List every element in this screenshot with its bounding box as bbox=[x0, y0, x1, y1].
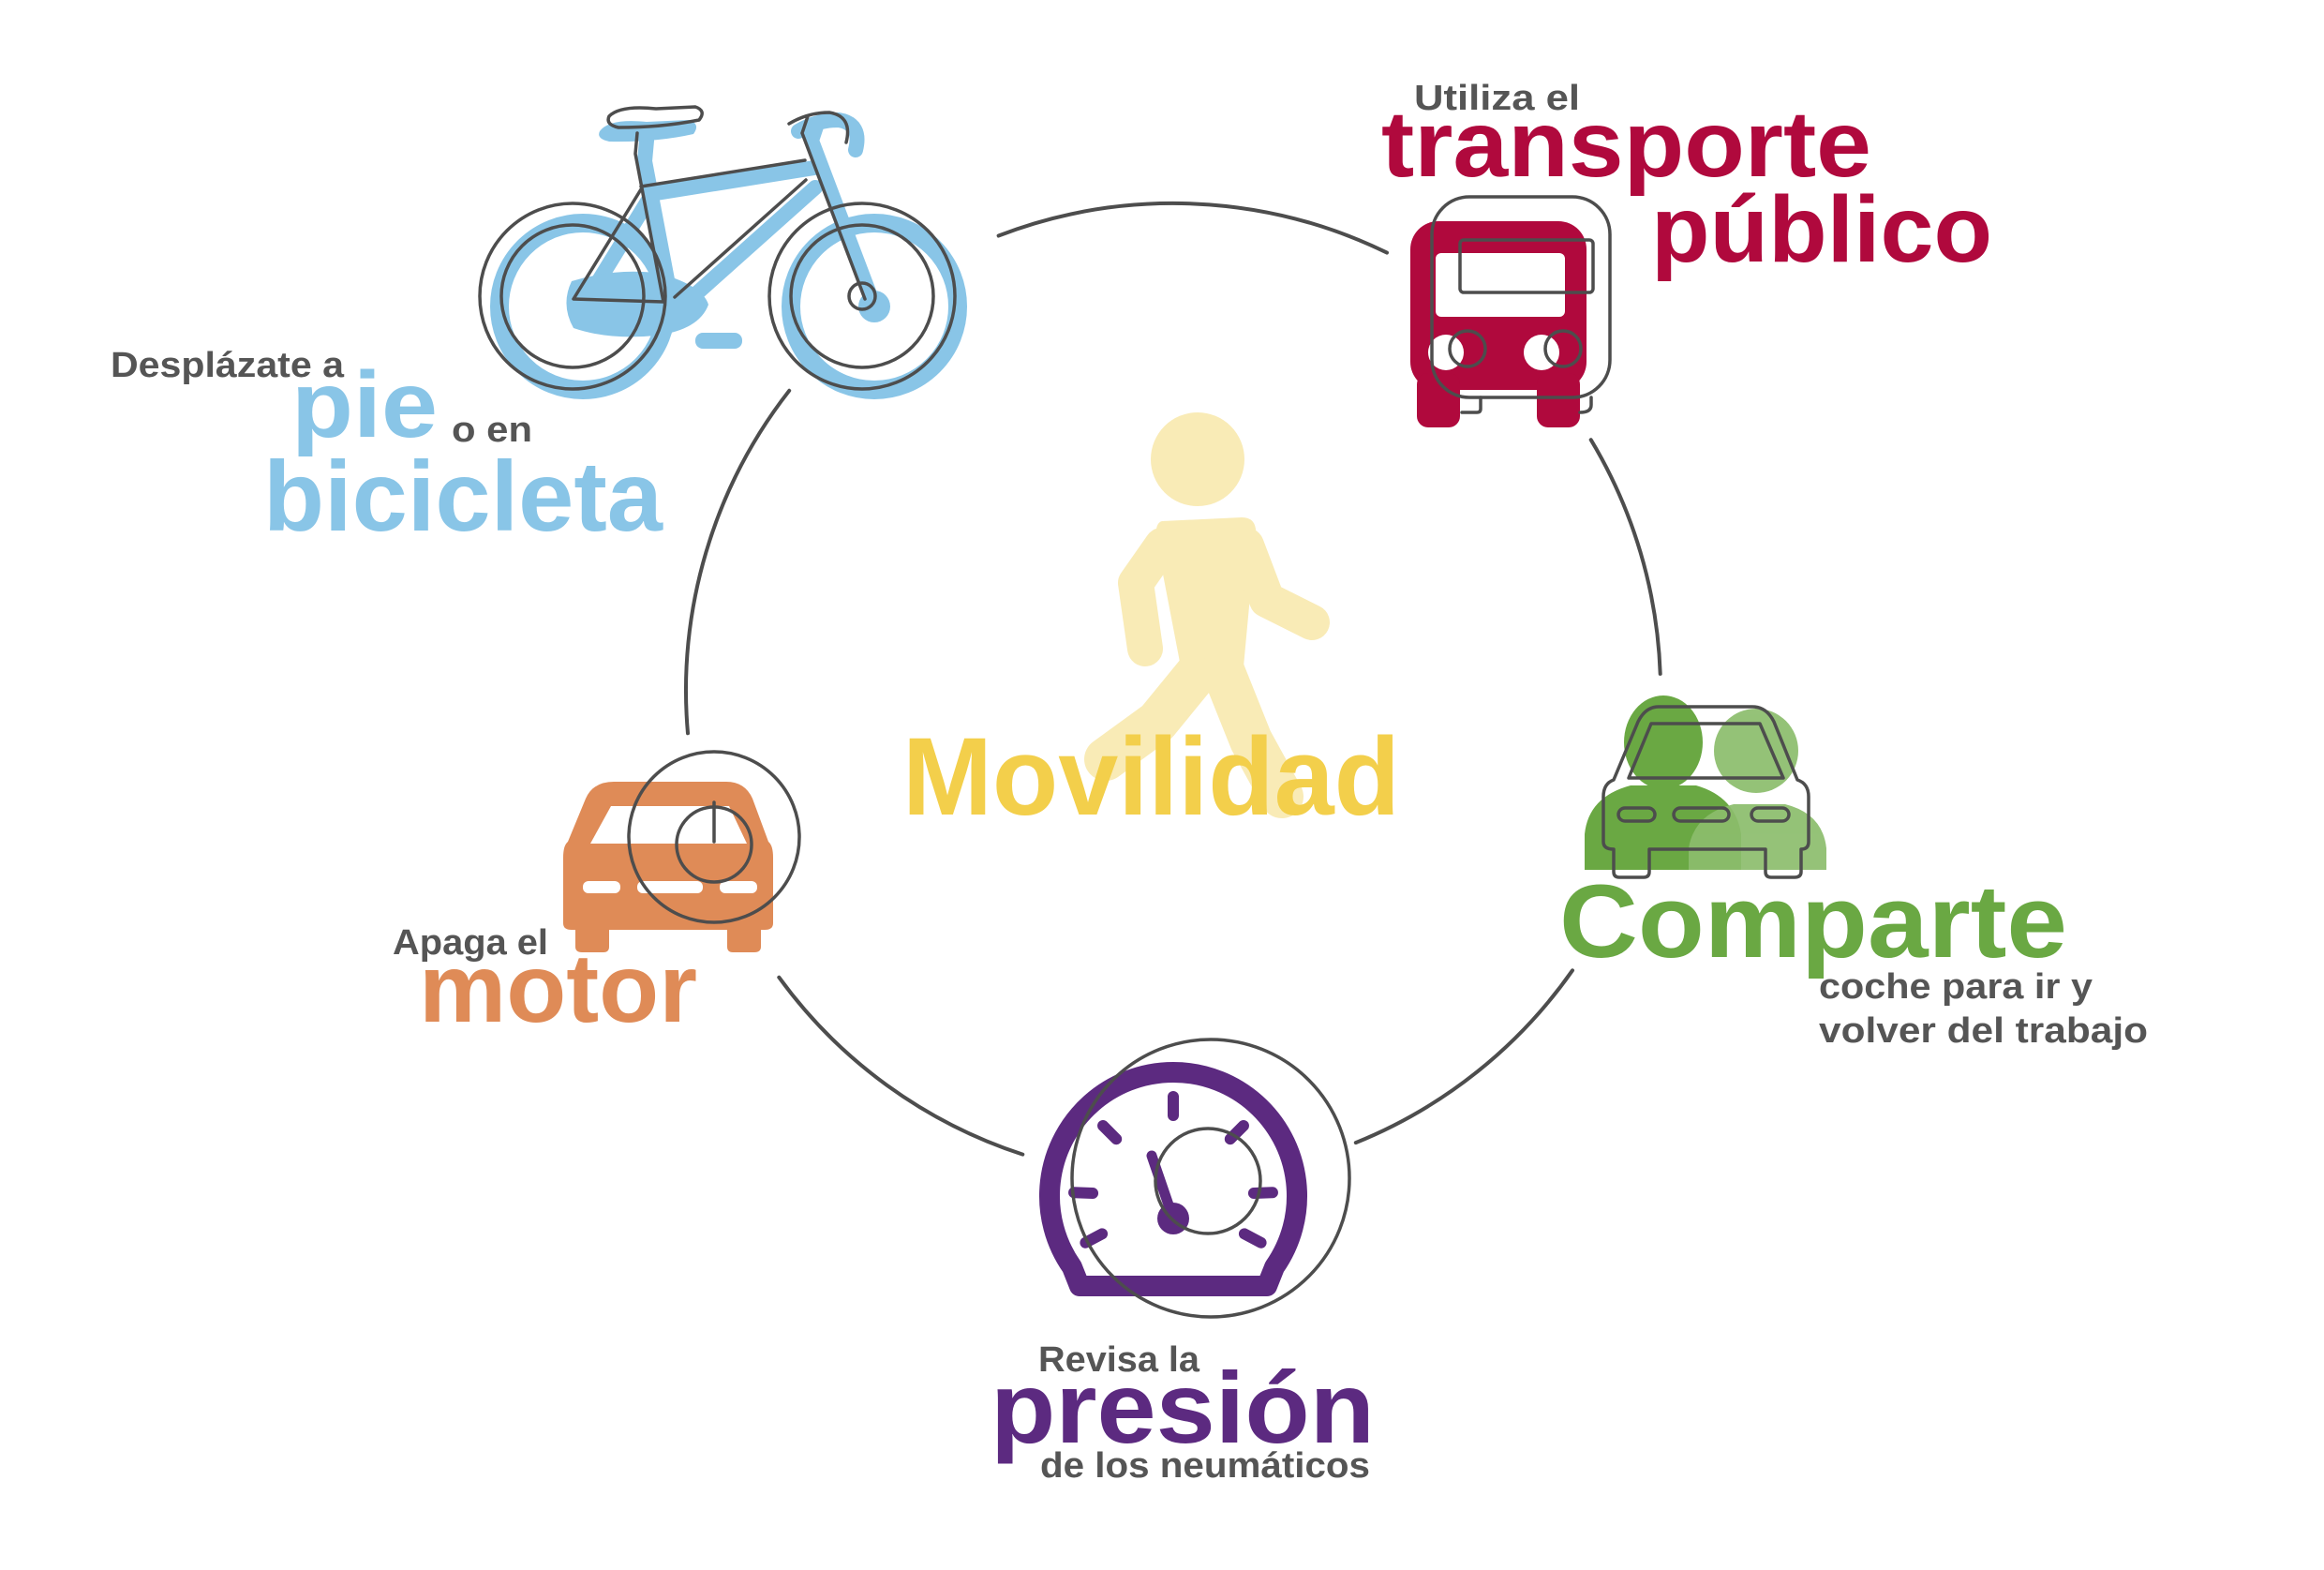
bike-pedal bbox=[695, 333, 742, 349]
bike-parts bbox=[566, 120, 890, 349]
bus-outline bbox=[1430, 195, 1612, 414]
gauge-tick bbox=[1224, 1120, 1249, 1145]
bus-icon bbox=[1410, 195, 1612, 427]
share-detail-line2: volver del trabajo bbox=[1819, 1011, 2148, 1051]
walker-front-leg bbox=[1201, 649, 1304, 818]
bus-headlight-left-outline bbox=[1448, 329, 1487, 368]
walker-front-arm bbox=[1229, 528, 1330, 640]
bus-wheel-left bbox=[1417, 373, 1460, 427]
ring-arc-lower-left bbox=[777, 975, 1025, 1157]
bike-outline bbox=[478, 105, 957, 391]
gauge-tick bbox=[1247, 1187, 1278, 1199]
engine-intro: Apaga el bbox=[393, 923, 548, 963]
gauge-outline bbox=[1070, 1038, 1351, 1319]
bike-front-wheel-inner bbox=[789, 223, 935, 369]
engine-car-grille bbox=[637, 881, 703, 893]
walker-limbs bbox=[1084, 528, 1330, 818]
bike-connector: o en bbox=[452, 411, 532, 450]
ring-arc-right bbox=[1588, 438, 1662, 676]
ring-arc-top bbox=[996, 201, 1389, 255]
carpool-car-windshield bbox=[1627, 722, 1785, 780]
bike-rear-wheel-inner bbox=[499, 223, 646, 369]
bus-window-outline bbox=[1458, 238, 1595, 294]
power-outer-ring bbox=[627, 750, 801, 924]
gauge-outer-ring bbox=[1070, 1038, 1351, 1319]
walker-head bbox=[1151, 412, 1244, 506]
carpool-car-grille bbox=[1672, 806, 1731, 823]
carpool-icon bbox=[1585, 695, 1826, 879]
carpool-car-headlight-right bbox=[1750, 806, 1791, 823]
transport-word-transporte: transporte bbox=[1381, 92, 1871, 197]
bike-intro: Desplázate a bbox=[111, 346, 345, 385]
carpool-car-outline bbox=[1601, 705, 1810, 879]
bike-front-wheel-outer bbox=[767, 202, 957, 391]
engine-word-motor: motor bbox=[419, 935, 697, 1043]
bus-body-outline bbox=[1430, 195, 1612, 399]
bike-saddle-outline bbox=[606, 105, 704, 129]
bike-chainring bbox=[566, 271, 708, 337]
walker-torso bbox=[1155, 517, 1257, 677]
cycle-ring bbox=[684, 201, 1662, 1157]
ring-arc-left bbox=[684, 388, 792, 736]
power-button-outline bbox=[627, 750, 801, 924]
share-detail-line1: coche para ir y bbox=[1819, 967, 2093, 1007]
center-title: Movilidad bbox=[902, 715, 1400, 839]
bike-rear-wheel-outer bbox=[478, 202, 667, 391]
gauge-tick bbox=[1238, 1228, 1267, 1249]
gauge-inner-ring bbox=[1154, 1127, 1262, 1235]
transport-intro: Utiliza el bbox=[1414, 79, 1580, 118]
bike-word-pie: pie bbox=[291, 352, 438, 457]
bicycle-icon bbox=[478, 105, 967, 399]
ring-arc-lower-right bbox=[1353, 968, 1574, 1145]
car-power-icon bbox=[563, 750, 801, 952]
bus-wheel-right bbox=[1537, 373, 1580, 427]
gauge-dial bbox=[1039, 1062, 1307, 1296]
bus-window bbox=[1436, 253, 1565, 317]
walker-back-arm bbox=[1118, 528, 1180, 666]
bus-wheels-outline bbox=[1460, 396, 1593, 414]
pressure-intro: Revisa la bbox=[1038, 1340, 1200, 1380]
walker-back-leg bbox=[1084, 649, 1221, 781]
share-word-comparte: Comparte bbox=[1559, 864, 2067, 979]
pressure-gauge-icon bbox=[1039, 1038, 1351, 1319]
carpool-car-headlight-left bbox=[1616, 806, 1657, 823]
gauge-ticks bbox=[1068, 1091, 1278, 1249]
gauge-tick bbox=[1068, 1187, 1099, 1199]
engine-car-headlight-right bbox=[720, 881, 757, 893]
person-left-head bbox=[1624, 695, 1703, 789]
engine-car-headlight-left bbox=[583, 881, 620, 893]
transport-word-publico: público bbox=[1651, 177, 1992, 282]
carpool-car-body bbox=[1601, 705, 1810, 879]
bus-headlight-right-outline bbox=[1543, 329, 1583, 368]
engine-car-windshield bbox=[590, 806, 747, 844]
pressure-word-presion: presión bbox=[991, 1351, 1375, 1464]
bike-hub-outline bbox=[847, 281, 877, 311]
bike-word-bicicleta: bicicleta bbox=[263, 441, 663, 552]
walking-person-icon bbox=[1084, 412, 1330, 818]
gauge-tick bbox=[1097, 1120, 1123, 1145]
pressure-detail: de los neumáticos bbox=[1040, 1446, 1370, 1486]
